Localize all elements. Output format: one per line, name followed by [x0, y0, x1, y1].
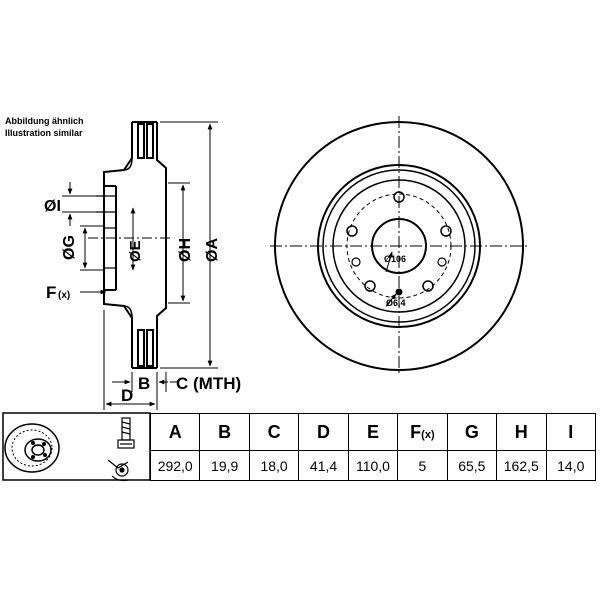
table-header-h: H — [496, 413, 547, 451]
bolt-hole-5 — [346, 225, 358, 237]
table-value-g: 65,5 — [446, 450, 498, 481]
bolt-hole-4 — [364, 280, 376, 292]
disc-thumbnail-icon — [4, 423, 60, 473]
table-header-d: D — [298, 413, 349, 451]
table-value-f: 5 — [397, 450, 448, 481]
note-illustration-en: Illustration similar — [5, 128, 83, 138]
table-header-f: F(x) — [397, 413, 448, 451]
table-header-f-letter: F — [410, 421, 422, 442]
disc-inner-outline — [156, 122, 167, 368]
table-header-i: I — [545, 413, 596, 451]
dimension-table: A B C D E F(x) G H I 292,0 19,9 18,0 41,… — [149, 413, 596, 481]
table-value-c: 18,0 — [248, 450, 300, 481]
disc-outer-outline — [103, 122, 133, 368]
dim-label-a: ØA — [204, 238, 221, 262]
table-header-c: C — [248, 413, 300, 451]
vent-slot-bottom-2 — [146, 329, 154, 367]
vent-slot-top-2 — [146, 123, 154, 159]
dim-label-b: B — [138, 374, 150, 393]
table-header-e: E — [347, 413, 399, 451]
table-value-d: 41,4 — [298, 450, 349, 481]
table-value-e: 110,0 — [347, 450, 399, 481]
dim-label-d: D — [121, 386, 133, 405]
dim-label-h: ØH — [177, 238, 194, 262]
dim-label-f-suffix: (x) — [58, 290, 70, 301]
side-labels: ØI ØG ØE ØH ØA F (x) B C (MTH) D — [44, 198, 241, 405]
dim-label-c: C (MTH) — [176, 374, 241, 393]
front-leaders — [385, 251, 397, 307]
bolt-icon — [117, 417, 135, 449]
front-centerlines — [270, 116, 530, 376]
note-illustration-de: Abbildung ähnlich — [5, 116, 84, 126]
side-dimensions — [62, 121, 218, 410]
table-value-b: 19,9 — [199, 450, 250, 481]
table-value-row: 292,0 19,9 18,0 41,4 110,0 5 65,5 162,5 … — [149, 450, 596, 481]
vent-slot-bottom — [137, 329, 145, 367]
hole-diameter-label: Ø6,4 — [386, 298, 406, 308]
screw-in-disc-icon — [107, 459, 129, 482]
pcd-label: Ø106 — [384, 254, 406, 264]
dim-label-i: ØI — [44, 198, 61, 215]
table-header-g: G — [446, 413, 498, 451]
table-header-row: A B C D E F(x) G H I — [149, 413, 596, 451]
dim-label-g: ØG — [61, 235, 78, 260]
table-header-b: B — [199, 413, 250, 451]
dim-label-e: ØE — [127, 240, 144, 262]
vent-slot-top — [137, 123, 145, 159]
aux-hole-1 — [437, 257, 447, 267]
table-header-f-suffix: (x) — [421, 428, 435, 441]
table-value-a: 292,0 — [149, 450, 201, 481]
aux-hole-2 — [351, 257, 361, 267]
bolt-hole-3 — [422, 280, 434, 292]
table-header-a: A — [149, 413, 201, 451]
bolt-hole-2 — [440, 225, 452, 237]
dim-label-f: F — [46, 283, 56, 302]
table-value-i: 14,0 — [545, 450, 596, 481]
table-value-h: 162,5 — [496, 450, 547, 481]
